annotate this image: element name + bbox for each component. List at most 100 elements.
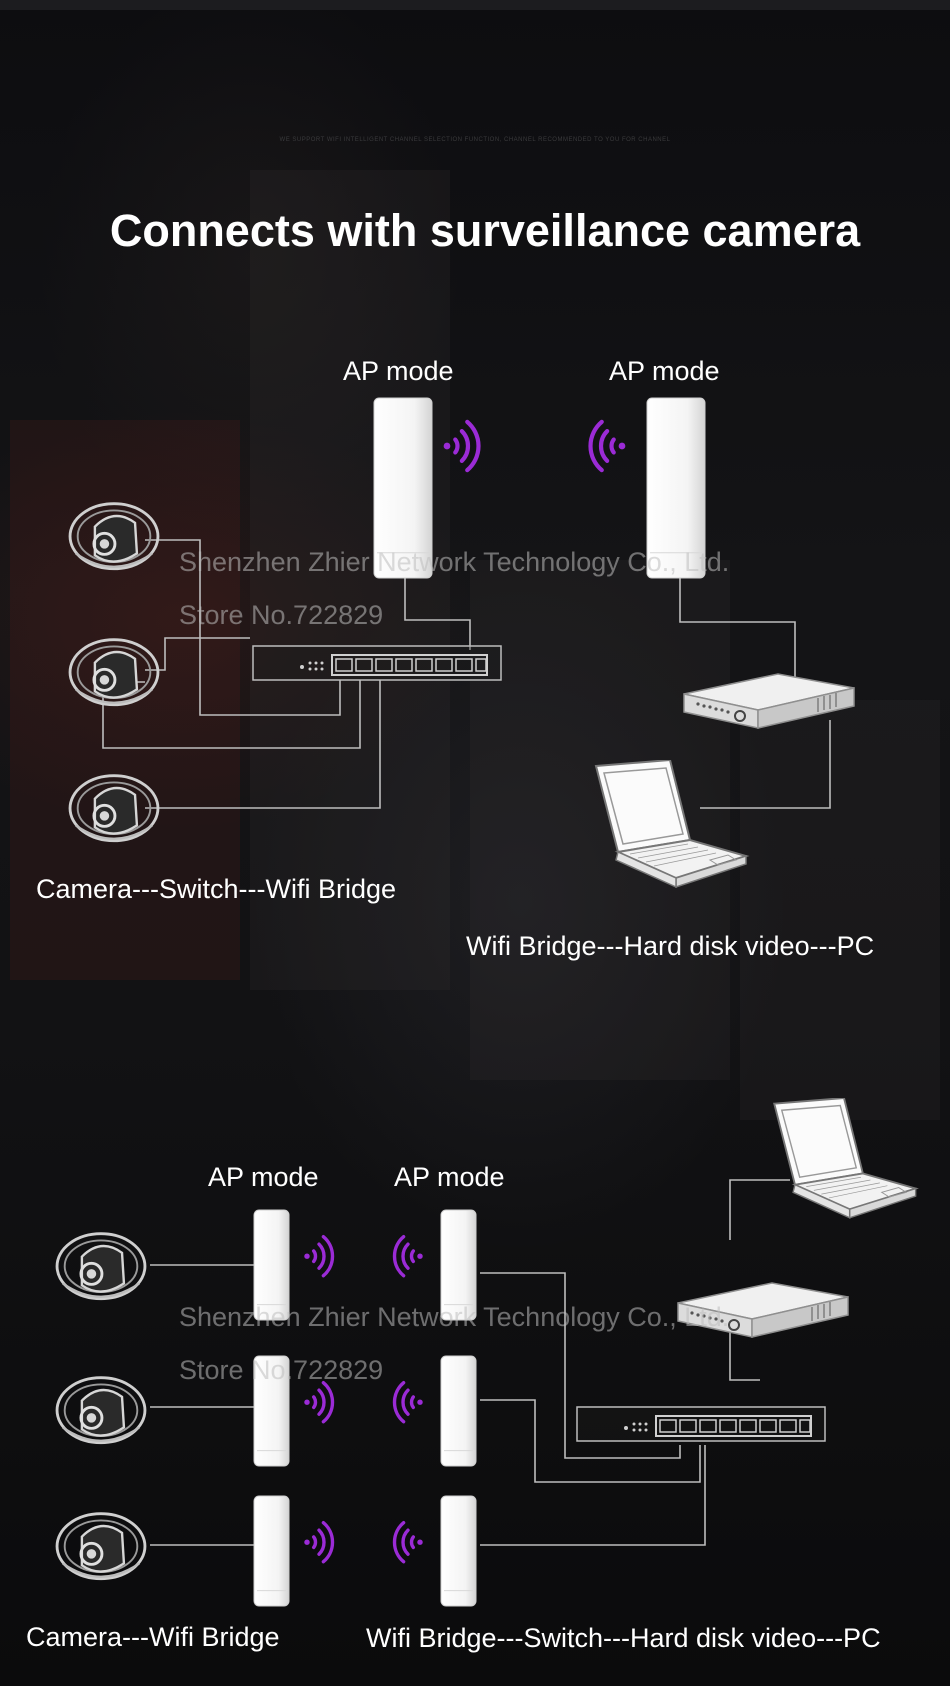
signal-arc: [459, 429, 471, 463]
signal-arc: [588, 419, 604, 473]
watermark-store: Store No.722829: [179, 600, 384, 630]
signal-arc: [409, 1249, 416, 1264]
signal-arc: [409, 1535, 416, 1550]
signal-arc: [317, 1388, 326, 1416]
background-building: [470, 560, 730, 1080]
connection-line: [700, 720, 831, 809]
connection-line: [404, 575, 471, 650]
signal-arc: [401, 1528, 410, 1556]
connection-line: [480, 1445, 706, 1546]
connection-lines: [102, 539, 848, 1546]
wifi-bridge-ap-icon: [440, 1209, 477, 1321]
signal-arc: [409, 1395, 416, 1410]
signal-dot: [443, 442, 451, 450]
signal-dot: [304, 1399, 310, 1405]
dome-camera-icon: [55, 1232, 147, 1301]
wifi-signal-icon: [443, 419, 481, 473]
dome-camera-icon: [55, 1512, 147, 1581]
wifi-signal-icon: [304, 1520, 335, 1564]
signal-arc: [609, 437, 616, 455]
dome-camera-icon: [68, 774, 160, 843]
tiny-caption: WE SUPPORT WIFI INTELLIGENT CHANNEL SELE…: [279, 137, 671, 143]
wifi-bridge-ap-icon: [253, 1495, 290, 1607]
caption-camera-bridge: Camera---Wifi Bridge: [26, 1622, 280, 1652]
signal-dot: [618, 442, 626, 450]
ap-body: [440, 1209, 477, 1321]
ap-mode-label: AP mode: [394, 1162, 505, 1192]
signal-arc: [392, 1520, 406, 1564]
wifi-bridge-ap-icon: [646, 397, 706, 579]
wifi-bridge-ap-icon: [373, 397, 433, 579]
ap-body: [253, 1495, 290, 1607]
connection-line: [145, 637, 250, 671]
wifi-signal-icon: [392, 1520, 423, 1564]
dome-camera-icon: [68, 502, 160, 571]
signal-arc: [598, 429, 610, 463]
watermark-company: Shenzhen Zhier Network Technology Co., L…: [179, 547, 730, 577]
signal-arc: [453, 437, 460, 455]
ap-body: [253, 1209, 290, 1321]
dvr-recorder-icon: [683, 673, 855, 729]
signal-dot: [304, 1253, 310, 1259]
devices: [55, 397, 917, 1607]
signal-arc: [317, 1242, 326, 1270]
signal-arc: [465, 419, 481, 473]
caption-bridge-dvr-pc: Wifi Bridge---Hard disk video---PC: [466, 931, 875, 961]
connection-line: [145, 539, 341, 716]
ap-body: [646, 397, 706, 579]
ap-body: [253, 1355, 290, 1467]
ap-body: [373, 397, 433, 579]
network-switch-icon: [576, 1406, 826, 1442]
wifi-signal-icon: [392, 1234, 423, 1278]
signal-arc: [311, 1395, 318, 1410]
signal-dot: [417, 1253, 423, 1259]
signal-arc: [392, 1380, 406, 1424]
watermark-company: Shenzhen Zhier Network Technology Co., L…: [179, 1302, 730, 1332]
wifi-bridge-ap-icon: [253, 1355, 290, 1467]
ap-mode-label: AP mode: [609, 356, 720, 386]
dome-camera-icon: [55, 1376, 147, 1445]
background-building: [10, 420, 240, 980]
page-title: Connects with surveillance camera: [109, 205, 861, 256]
signal-arc: [311, 1535, 318, 1550]
signal-dot: [417, 1539, 423, 1545]
caption-camera-switch-bridge: Camera---Switch---Wifi Bridge: [36, 874, 397, 904]
network-switch-icon: [252, 645, 502, 681]
wifi-bridge-ap-icon: [440, 1495, 477, 1607]
signal-dot: [304, 1539, 310, 1545]
connection-line: [480, 1399, 701, 1483]
wifi-bridge-ap-icon: [440, 1355, 477, 1467]
signal-arc: [321, 1520, 335, 1564]
wifi-signal-icon: [588, 419, 626, 473]
signal-dot: [417, 1399, 423, 1405]
wifi-bridge-ap-icon: [253, 1209, 290, 1321]
top-bar: [0, 0, 950, 10]
wifi-signal-icon: [392, 1380, 423, 1424]
signal-arc: [392, 1234, 406, 1278]
ap-mode-label: AP mode: [208, 1162, 319, 1192]
laptop-pc-icon: [595, 760, 747, 888]
background-building: [250, 170, 450, 990]
wifi-signal-icon: [304, 1380, 335, 1424]
signal-arc: [321, 1234, 335, 1278]
ap-body: [440, 1355, 477, 1467]
signal-arc: [321, 1380, 335, 1424]
dome-camera-icon: [68, 638, 160, 707]
signal-arc: [317, 1528, 326, 1556]
signal-arc: [311, 1249, 318, 1264]
laptop-pc-icon: [773, 1098, 917, 1219]
connection-line: [729, 1320, 760, 1381]
watermark-store: Store No.722829: [179, 1355, 384, 1385]
ap-mode-label: AP mode: [343, 356, 454, 386]
signal-arc: [401, 1242, 410, 1270]
wifi-signal-icon: [304, 1234, 335, 1278]
signal-arc: [401, 1388, 410, 1416]
connection-line: [480, 1272, 681, 1459]
ap-body: [440, 1495, 477, 1607]
background-building: [740, 700, 940, 1120]
connection-line: [145, 680, 381, 809]
connection-line: [729, 1179, 790, 1240]
caption-bridge-switch-dvr-pc: Wifi Bridge---Switch---Hard disk video--…: [366, 1623, 881, 1653]
